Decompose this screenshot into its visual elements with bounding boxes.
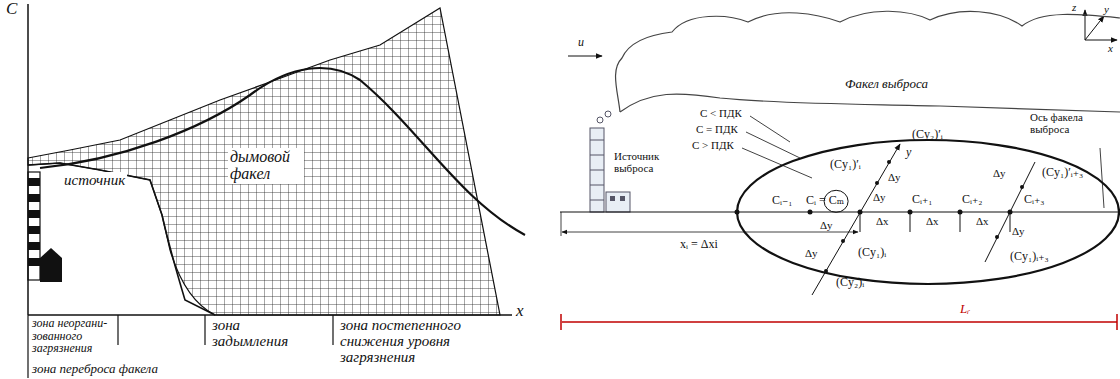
axes-icon xyxy=(1085,10,1117,40)
zone-label: источник xyxy=(62,172,127,190)
diagram-label: C > ПДК xyxy=(692,140,734,152)
diagram-label: x xyxy=(1108,43,1113,55)
xi-dimension xyxy=(561,212,858,236)
diagram-label: Δx xyxy=(976,216,989,228)
zone-label: зона переброса факела xyxy=(32,362,158,376)
house xyxy=(40,248,62,282)
pdk-contour xyxy=(737,140,1119,284)
y-section-points xyxy=(824,160,891,273)
diagram-label: (Cy₂)′ᵢ xyxy=(912,128,943,141)
zone-label: зона задымления xyxy=(212,318,312,350)
hatched-zone xyxy=(28,8,500,315)
diagram-label: Cᵢ₋₁ xyxy=(772,194,792,207)
chimney xyxy=(28,172,40,280)
diagram-label: Cᵢ₊₂ xyxy=(962,193,982,206)
axis-label: C xyxy=(6,0,17,18)
zone-label: зона неоргани- зованного загрязнения xyxy=(32,317,118,355)
diagram-label: Cᵢ₊₁ xyxy=(912,193,932,206)
diagram-label: Δy xyxy=(820,220,833,232)
diagram-label: Ось факела выброса xyxy=(1030,112,1118,135)
cloud-outline xyxy=(616,11,1120,112)
wind-arrow xyxy=(568,56,602,57)
diagram-label: C = ПДК xyxy=(696,124,738,136)
diagram-label: Cᵢ = Cₘ xyxy=(806,194,844,207)
axis-points xyxy=(735,210,1013,215)
diagram-label: Δy xyxy=(888,172,901,184)
plume-axis xyxy=(560,211,1120,212)
smoke-plume-curve xyxy=(40,68,525,235)
diagram-label: Δx xyxy=(876,216,889,228)
diagram-label: y xyxy=(906,146,911,159)
plume-title: Факел выброса xyxy=(845,76,928,92)
diagram-label: xᵢ = Δxi xyxy=(680,238,718,251)
dx-ticks xyxy=(860,212,1010,232)
cloud-outline xyxy=(560,0,1120,122)
axis-label: x xyxy=(516,302,524,320)
diagram-label: Lᵣ xyxy=(960,302,970,316)
y-section-line xyxy=(985,162,1035,262)
diagram-label: Δy xyxy=(1012,226,1025,238)
diagram-label: (Cy₁)′ᵢ₊₃ xyxy=(1042,166,1083,179)
diagram-label: Источник выброса xyxy=(612,150,686,175)
diagram-label: C < ПДК xyxy=(700,108,742,120)
diagram-label: (Cy₂)ᵢ xyxy=(836,276,864,289)
y-section-points xyxy=(995,185,1024,239)
diagram-label: u xyxy=(578,36,584,49)
diagram-label: z xyxy=(1072,2,1076,14)
c-axis xyxy=(27,4,29,315)
diagram-label: Cᵢ₊₃ xyxy=(1024,193,1044,206)
diagram-label: (Cy₁)ᵢ xyxy=(858,246,886,259)
diagram-label: Δx xyxy=(926,216,939,228)
diagram-label: Δy xyxy=(805,248,818,260)
diagram-label: Δy xyxy=(993,168,1006,180)
zone-label: зона постепенного снижения уровня загряз… xyxy=(340,318,515,365)
diagram-label: (Cy₁)′ᵢ xyxy=(830,158,861,171)
zone-label: дымовой факел xyxy=(228,148,304,184)
x-axis xyxy=(28,314,512,316)
plume-cloud: Факел выброса xyxy=(560,0,1120,122)
diagram-label: Δy xyxy=(873,192,886,204)
diagram-label: y xyxy=(1104,4,1109,16)
lr-dimension xyxy=(561,314,1117,330)
y-section-line xyxy=(812,144,900,295)
zone-ticks xyxy=(28,315,333,378)
source-zone-outline xyxy=(28,163,215,315)
diagram-label: (Cy₁)ᵢ₊₃ xyxy=(1010,250,1049,263)
